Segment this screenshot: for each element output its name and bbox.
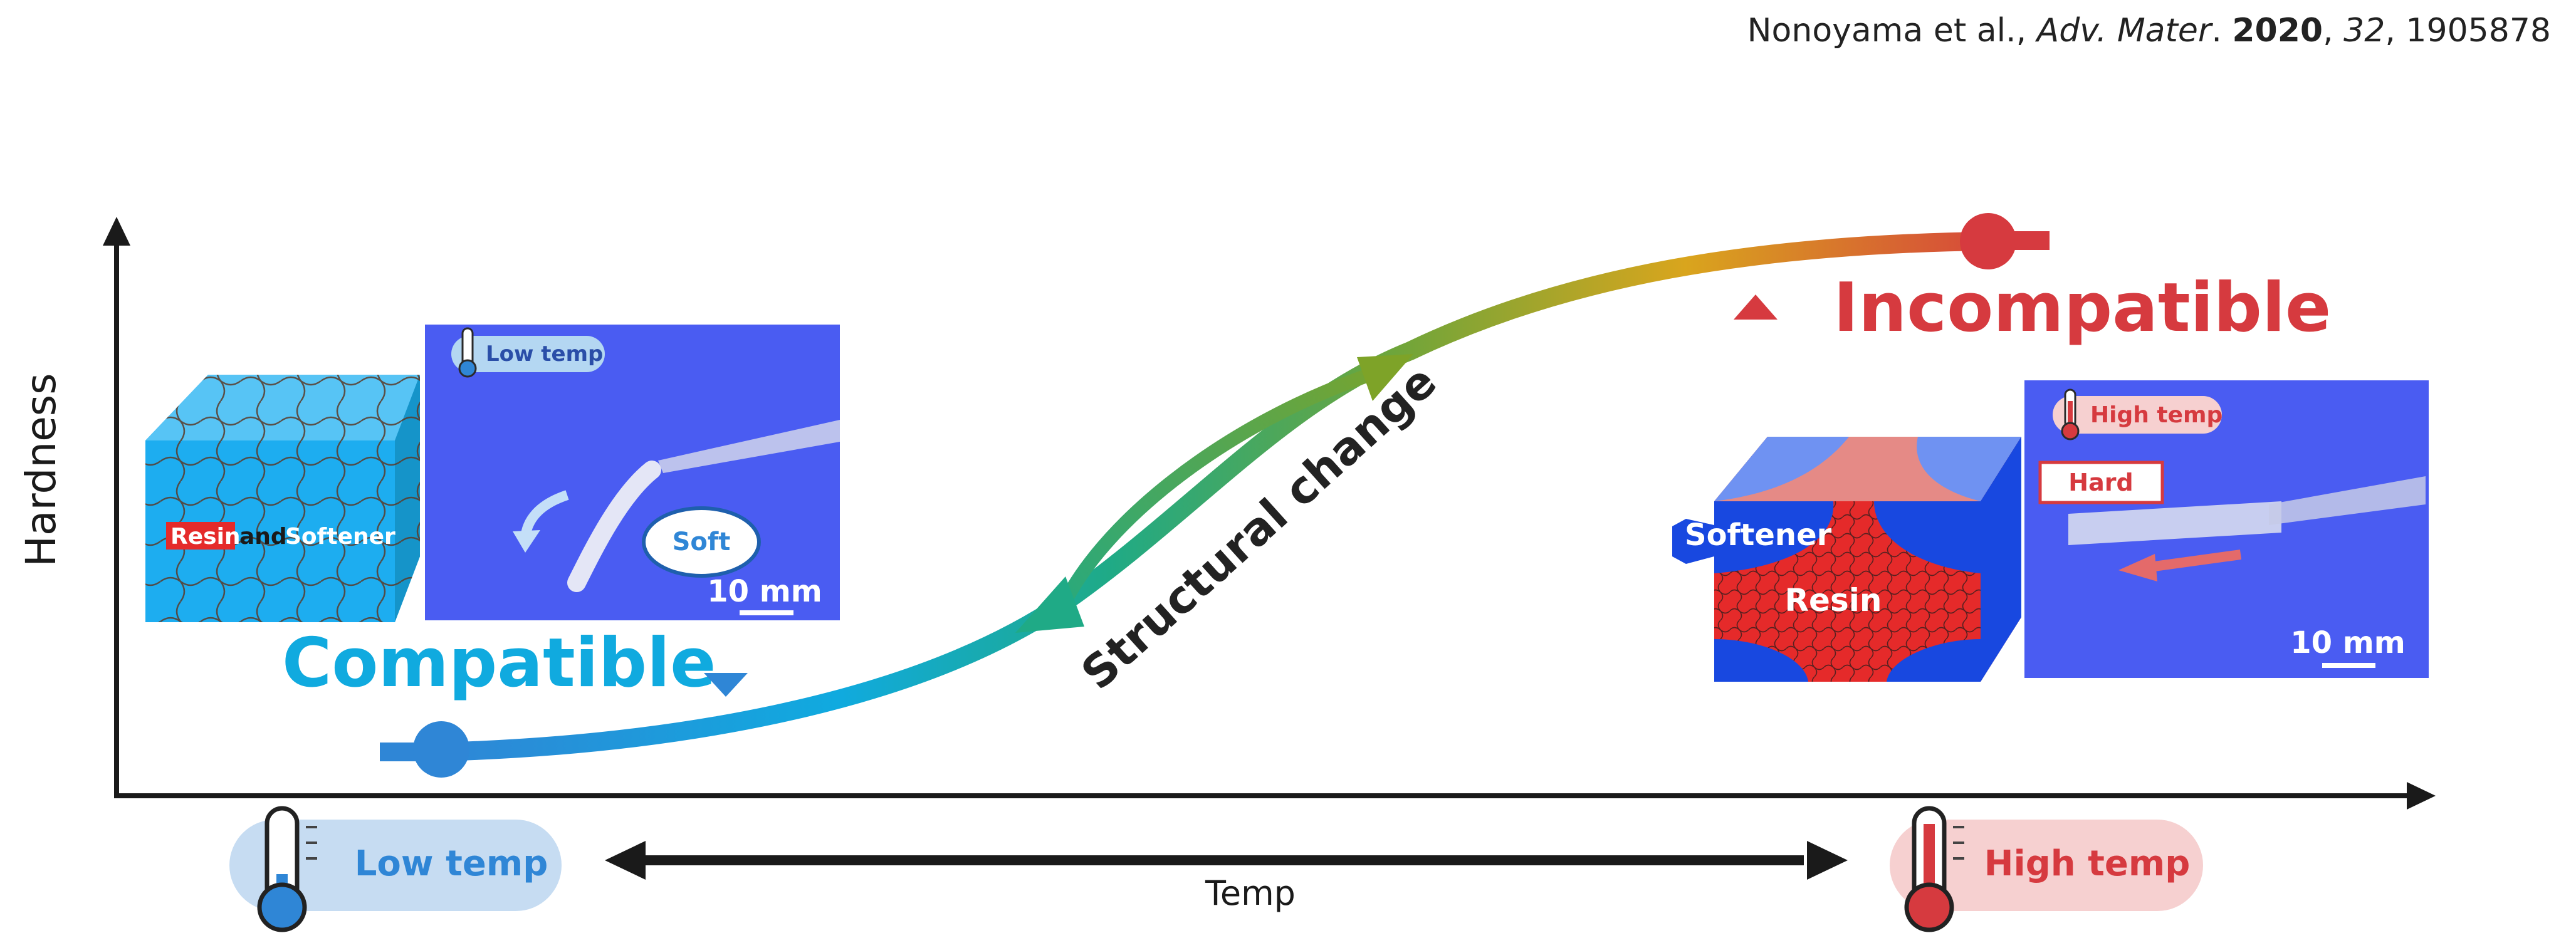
cube-high-top-softener-right — [1917, 437, 2021, 501]
low-state-photo: Low temp Soft 10 mm — [425, 325, 840, 620]
cube-high-side — [1981, 437, 2021, 682]
compatible-pointer — [704, 673, 748, 697]
high-temp-pill-text: High temp — [1984, 843, 2191, 884]
slide-arrow-head — [2118, 554, 2157, 581]
low-state-marker — [413, 721, 469, 778]
thermometer-icon — [1904, 806, 1964, 932]
y-axis-arrowhead — [103, 217, 130, 246]
curve-line — [429, 232, 1996, 761]
temp-range-head-right — [1807, 841, 1848, 880]
cube-high-softener-top-right — [1874, 501, 1981, 573]
incompatible-pointer — [1734, 294, 1778, 320]
cube-high-softener-bottom-left — [1714, 639, 1808, 682]
tweezers-high — [2269, 476, 2426, 525]
photo-high-badge — [2053, 396, 2222, 434]
citation: Nonoyama et al., Adv. Mater. 2020, 32, 1… — [1747, 12, 2551, 50]
soft-strip — [567, 461, 661, 592]
double-arrow-shaft — [1052, 369, 1369, 617]
citation-authors: Nonoyama et al., — [1747, 12, 2037, 50]
thermometer-icon — [257, 806, 317, 932]
citation-period: . — [2211, 12, 2232, 50]
cube-low-mesh — [145, 375, 420, 622]
double-arrow-head-high — [1357, 354, 1413, 401]
structural-change-arrow: Structural change — [1015, 354, 1446, 700]
soft-bubble-text: Soft — [673, 528, 731, 556]
cube-high-top-softener-left — [1714, 437, 1849, 501]
cube-high-softener-protrusion — [1672, 519, 1714, 564]
citation-volume: 32 — [2343, 12, 2385, 50]
photo-high-badge-text: High temp — [2090, 402, 2223, 428]
x-axis-arrowhead — [2407, 782, 2436, 810]
y-axis-label: Hardness — [17, 373, 65, 566]
temp-range-head-left — [605, 841, 646, 880]
citation-year: 2020 — [2232, 12, 2323, 50]
temp-range-arrow: Temp — [605, 841, 1848, 913]
cube-low-resin-highlight — [166, 522, 235, 550]
axes: Hardness — [17, 217, 2436, 810]
high-temp-pill-background — [1890, 820, 2203, 911]
incompatible-label: Incompatible — [1833, 269, 2331, 347]
high-temp-pill: High temp — [1890, 806, 2203, 932]
high-state-marker — [1960, 213, 2016, 269]
citation-sep1: , — [2323, 12, 2343, 50]
low-state-cube: Resin and Softener — [145, 375, 420, 622]
photo-low-background — [425, 325, 840, 620]
compatible-label: Compatible — [282, 624, 716, 702]
citation-sep2: , — [2385, 12, 2406, 50]
citation-article: 1905878 — [2406, 12, 2551, 50]
hardness-curve — [380, 213, 2050, 778]
photo-low-badge — [451, 336, 605, 372]
cube-low-resin: Resin — [170, 524, 241, 550]
cube-high-softener-top-left — [1714, 501, 1834, 573]
photo-high-scale-label: 10 mm — [2290, 625, 2406, 660]
photo-high-hard-box — [2038, 461, 2164, 504]
high-state-photo: High temp Hard 10 mm — [2024, 380, 2429, 678]
double-arrow-head-low — [1015, 576, 1084, 633]
low-temp-pill-text: Low temp — [355, 843, 548, 884]
slide-arrow-shaft — [2149, 550, 2242, 572]
cube-high-softener-bottom-right — [1887, 639, 1981, 682]
cube-low-and: and — [239, 524, 287, 550]
low-temp-pill: Low temp — [229, 806, 562, 932]
photo-low-badge-text: Low temp — [486, 341, 603, 367]
thermometer-icon — [2061, 388, 2080, 440]
cube-high-softener: Softener — [1685, 518, 1832, 553]
hard-strip — [2068, 501, 2281, 545]
cube-high-resin: Resin — [1785, 582, 1882, 618]
soft-bubble — [642, 506, 761, 578]
x-axis-label: Temp — [1205, 873, 1296, 913]
thermometer-icon — [458, 327, 477, 378]
photo-low-scale-label: 10 mm — [707, 574, 822, 609]
tweezers-low — [658, 420, 840, 473]
high-state-cube: Softener Resin — [1672, 437, 2021, 682]
citation-journal: Adv. Mater — [2035, 12, 2214, 50]
photo-high-hard-text: Hard — [2068, 469, 2133, 496]
cube-low-softener: Softener — [285, 524, 395, 550]
bend-arrow-head — [513, 530, 540, 553]
